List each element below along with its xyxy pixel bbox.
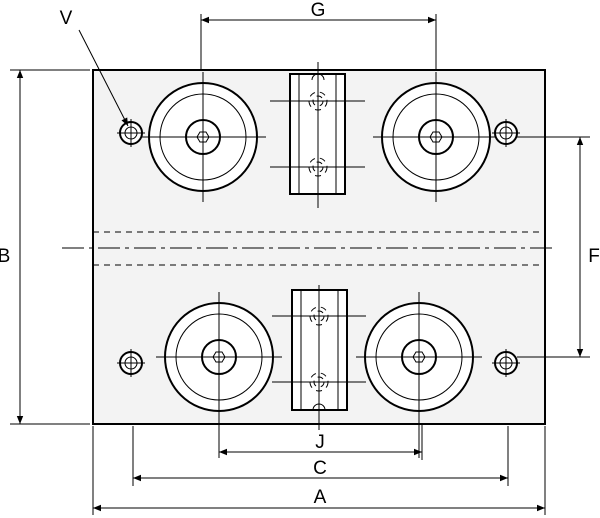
dimension-c: C [132,426,509,486]
label-b: B [0,246,10,267]
label-g: G [311,0,326,21]
mount-bottom-left [156,292,282,458]
bottom-clamp-bar [272,285,366,430]
dimension-f: F [517,136,600,358]
top-clamp-bar [270,62,365,208]
mounting-hole-bottom-right [492,349,520,377]
dimension-b: B [0,69,90,425]
callout-v: V [60,8,129,127]
label-j: J [315,432,325,453]
dimension-g: G [200,0,437,70]
dimension-j: J [219,424,423,460]
mounting-hole-bottom-left [117,349,145,377]
label-v: V [60,8,73,29]
label-c: C [313,458,327,479]
mount-top-right [373,72,499,202]
mount-bottom-right [356,292,482,458]
label-a: A [314,487,327,508]
center-groove [62,231,556,266]
label-f: F [588,246,600,267]
mounting-hole-top-left [117,119,145,147]
mount-top-left [140,72,266,202]
mounting-hole-top-right [492,119,520,147]
dimension-a: A [92,426,546,515]
